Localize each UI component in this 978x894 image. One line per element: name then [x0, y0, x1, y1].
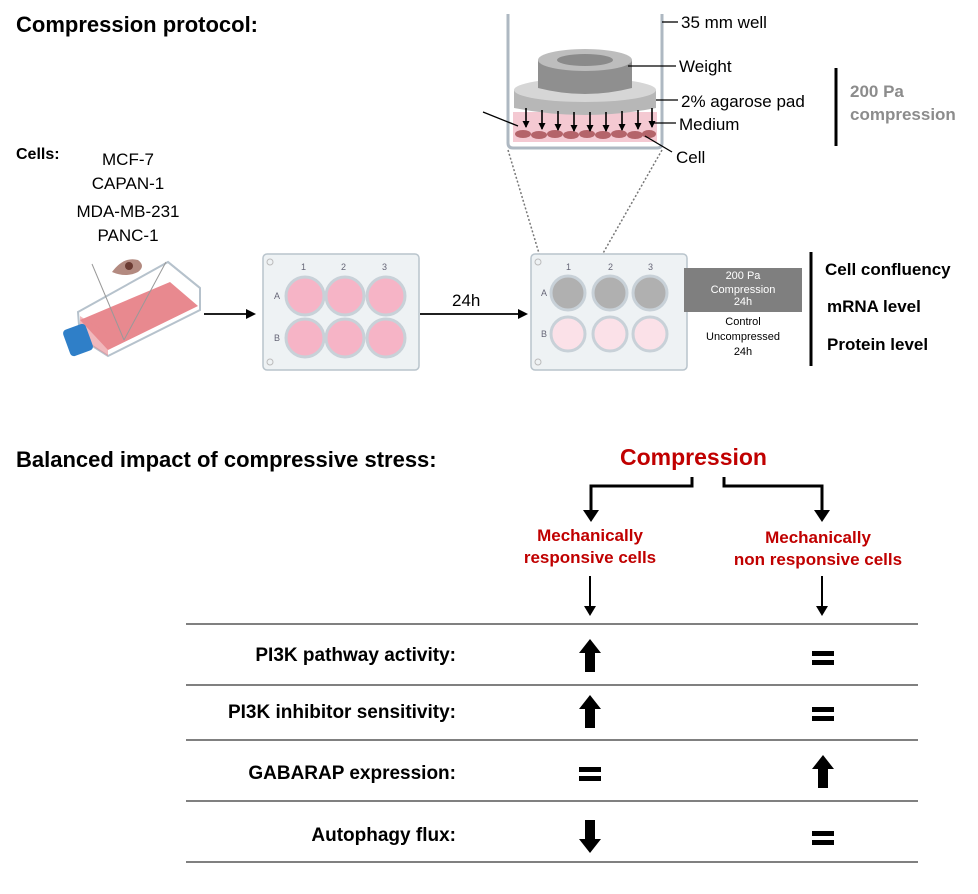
- compression-heading: Compression: [620, 444, 767, 470]
- compression-label: compression: [850, 105, 956, 124]
- cell-line: PANC-1: [97, 226, 159, 245]
- cell-line: MDA-MB-231: [76, 202, 180, 221]
- time-label: 24h: [452, 291, 481, 310]
- plate-col-label: 2: [608, 262, 614, 272]
- plate-row-label: B: [274, 333, 281, 343]
- row-label-gabarap: GABARAP expression:: [248, 763, 456, 784]
- readout-mrna: mRNA level: [827, 297, 921, 316]
- responsive-label: responsive cells: [523, 548, 657, 567]
- equal-sign-icon: [579, 767, 601, 781]
- cell-label: Cell: [676, 148, 706, 167]
- compressed-condition-line: 200 Pa: [725, 270, 761, 282]
- responsive-label: Mechanically: [537, 526, 643, 545]
- down-arrow-icon: [579, 820, 601, 853]
- plate-seeded: [262, 253, 420, 371]
- agarose-label: 2% agarose pad: [681, 92, 805, 111]
- plate-treated: [530, 253, 688, 371]
- cell-layer: [515, 130, 656, 139]
- control-condition-line: Uncompressed: [706, 331, 780, 343]
- table-symbols: [579, 639, 834, 853]
- compressed-condition-box: [684, 268, 802, 312]
- compressed-condition-line: Compression: [710, 284, 776, 296]
- weight: [538, 49, 632, 94]
- plate-row-label: A: [541, 288, 548, 298]
- cell-line: MCF-7: [102, 150, 154, 169]
- up-arrow-icon: [579, 639, 601, 672]
- equal-sign-icon: [812, 707, 834, 721]
- compressed-condition-line: 24h: [733, 296, 753, 308]
- medium-label: Medium: [679, 115, 740, 134]
- pressure-arrows: [522, 108, 656, 132]
- readout-protein: Protein level: [827, 335, 929, 354]
- plate-row-label: A: [274, 291, 281, 301]
- cells-label: Cells:: [16, 146, 60, 163]
- non-responsive-label: Mechanically: [765, 528, 871, 547]
- compression-pressure-label: 200 Pa: [850, 82, 904, 101]
- plate-row-label: B: [541, 329, 548, 339]
- row-label-pi3k-activity: PI3K pathway activity:: [255, 645, 456, 666]
- plate-col-label: 1: [301, 262, 307, 272]
- plate-col-label: 3: [382, 262, 388, 272]
- row-label-pi3k-sensitivity: PI3K inhibitor sensitivity:: [227, 702, 456, 723]
- equal-sign-icon: [812, 831, 834, 845]
- non-responsive-label: non responsive cells: [733, 550, 903, 569]
- impact-title: Balanced impact of compressive stress:: [16, 447, 437, 472]
- plate-col-label: 2: [341, 262, 347, 272]
- weight-label: Weight: [679, 57, 732, 76]
- plate-col-label: 3: [648, 262, 654, 272]
- well-label: 35 mm well: [681, 13, 767, 32]
- control-condition-line: Control: [725, 316, 761, 328]
- control-condition-line: 24h: [733, 346, 753, 358]
- well-diagram: [482, 14, 838, 153]
- flask-illustration: [63, 259, 201, 358]
- protocol-title: Compression protocol:: [16, 12, 259, 37]
- equal-sign-icon: [812, 651, 834, 665]
- table-rules: [186, 623, 918, 863]
- row-label-autophagy: Autophagy flux:: [311, 825, 456, 846]
- readout-confluency: Cell confluency: [825, 260, 951, 279]
- cell-line: CAPAN-1: [91, 174, 165, 193]
- up-arrow-icon: [812, 755, 834, 788]
- plate-col-label: 1: [566, 262, 572, 272]
- up-arrow-icon: [579, 695, 601, 728]
- branch-arrows: [589, 477, 824, 512]
